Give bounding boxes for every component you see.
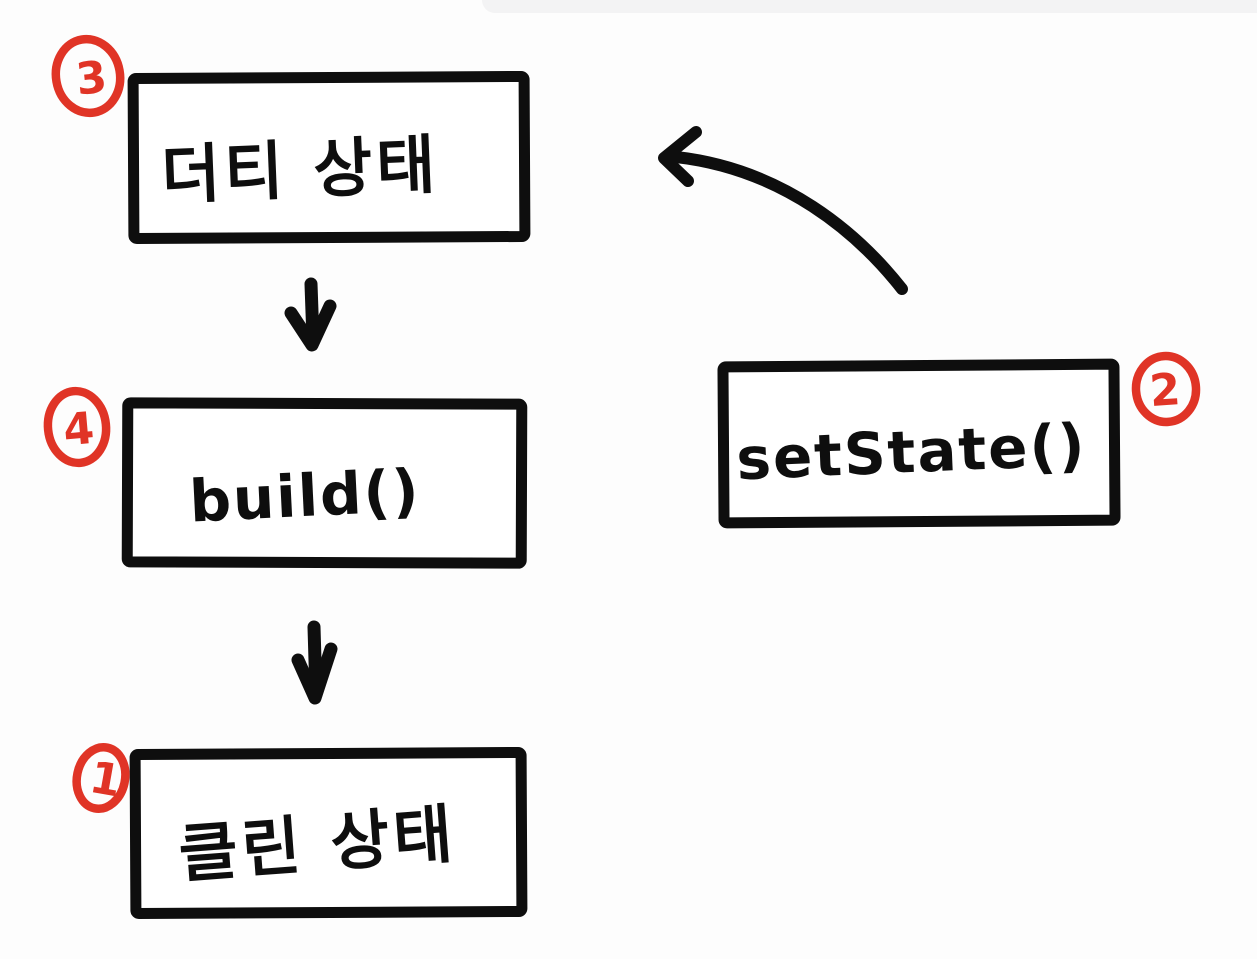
badge-number: 3 (74, 52, 110, 106)
edge-setstate-to-dirty (658, 126, 908, 295)
node-set-state: setState() (717, 358, 1121, 529)
arrow-head-down-icon (291, 642, 338, 705)
badge-4: 4 (43, 386, 111, 468)
badge-2: 2 (1131, 351, 1201, 427)
badge-number: 2 (1148, 364, 1182, 417)
badge-circle-icon (43, 386, 111, 468)
badge-number: 4 (61, 403, 96, 456)
node-box (717, 358, 1121, 529)
badge-circle-icon (51, 34, 125, 118)
curved-arrow-shaft (670, 151, 908, 295)
page-top-shade (482, 0, 1257, 13)
badge-circle-icon (1131, 351, 1201, 427)
node-label: 더티 상태 (160, 129, 441, 214)
badge-1: 1 (72, 743, 130, 813)
node-box (129, 747, 528, 919)
edge-build-to-clean (291, 620, 338, 705)
edge-dirty-to-build (284, 277, 337, 352)
node-box (121, 397, 528, 569)
node-dirty-state: 더티 상태 (127, 70, 531, 245)
arrow-head-left-icon (658, 126, 702, 187)
node-box (127, 70, 531, 245)
badge-circle-icon (72, 743, 130, 813)
arrow-head-down-icon (284, 299, 337, 352)
node-label: build() (188, 456, 422, 535)
node-label: setState() (735, 411, 1088, 494)
node-build: build() (121, 397, 528, 569)
node-clean-state: 클린 상태 (129, 747, 528, 919)
badge-3: 3 (51, 34, 125, 118)
